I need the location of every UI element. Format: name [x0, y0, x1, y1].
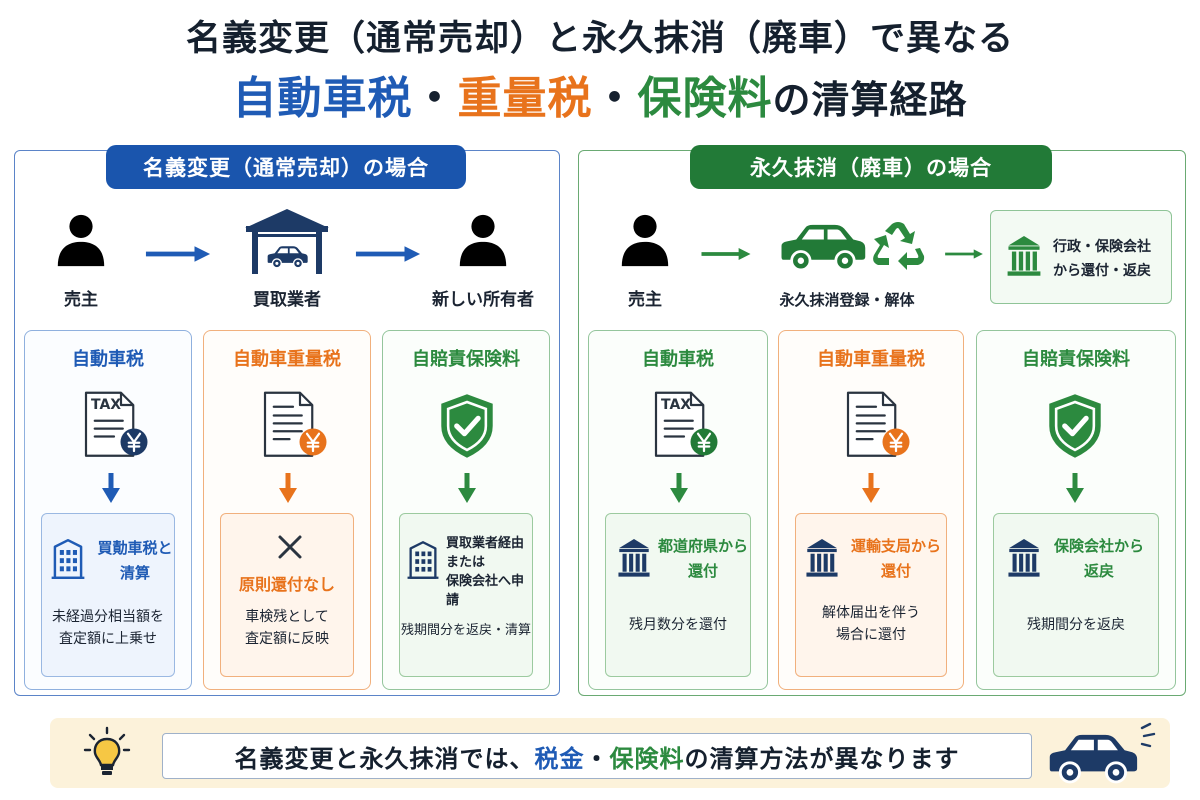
summary-text: 名義変更と永久抹消では、税金・保険料の清算方法が異なります [162, 733, 1032, 779]
transfer-panel-badge: 名義変更（通常売却）の場合 [106, 145, 466, 189]
cross-icon [278, 535, 302, 559]
title-suffix: の清算経路 [772, 78, 968, 122]
yen-icon [119, 427, 149, 457]
refund-source-box: 行政・保険会社 から還付・返戻 [990, 210, 1172, 304]
new-owner-person-icon [454, 210, 512, 268]
scrap-weight-tax-card: 自動車重量税 運輸支局から 還付 解体届出を伴う 場合に還付 [778, 330, 964, 690]
title-separator: ・ [592, 73, 638, 124]
summary-part: の清算方法が異なります [684, 744, 960, 773]
result-heading: 買勣車税と 清算 [97, 539, 173, 582]
result-heading: 買取業者経由 または 保険会社へ申請 [446, 536, 525, 608]
flow-process-label: 永久抹消登録・解体 [779, 291, 915, 309]
result-text: 解体届出を伴う 場合に還付 [822, 605, 920, 643]
card-title: 自賠責保険料 [1022, 349, 1130, 370]
government-building-icon [616, 536, 652, 578]
arrow-down-icon [455, 471, 479, 505]
lightbulb-icon [83, 726, 131, 775]
summary-insurance: 保険料 [609, 744, 685, 773]
transfer-auto-tax-card: 自動車税 TAX 買勣車税と 清算 未経過分相当額を 査定額に上乗せ [24, 330, 192, 690]
flow-new-owner-label: 新しい所有者 [432, 290, 534, 310]
scrap-panel-badge: 永久抹消（廃車）の場合 [690, 145, 1052, 189]
garage-icon [245, 209, 329, 274]
summary-separator: ・ [584, 744, 610, 773]
title-weight-tax: 重量税 [457, 73, 593, 124]
arrow-right-icon [354, 244, 422, 264]
transfer-auto-tax-result: 買勣車税と 清算 未経過分相当額を 査定額に上乗せ [41, 513, 175, 677]
title-separator: ・ [412, 73, 458, 124]
summary-part: 名義変更と永久抹消では、 [234, 744, 535, 773]
arrow-down-icon [276, 471, 300, 505]
transfer-weight-tax-card: 自動車重量税 原則還付なし 車検残として 査定額に反映 [203, 330, 371, 690]
transfer-insurance-card: 自賠責保険料 買取業者経由 または 保険会社へ申請 残期間分を返戻・清算 [382, 330, 550, 690]
result-text: 車検残として 査定額に反映 [245, 609, 329, 647]
card-title: 自賠責保険料 [412, 349, 520, 370]
arrow-down-icon [1063, 471, 1087, 505]
result-heading: 原則還付なし [238, 575, 335, 594]
result-heading: 都道府県から 還付 [658, 537, 749, 580]
card-title: 自動車税 [642, 349, 714, 370]
car-icon [776, 220, 868, 272]
page-subtitle: 自動車税・重量税・保険料の清算経路 [0, 62, 1200, 126]
seller-person-icon [52, 210, 110, 268]
arrow-right-icon [700, 244, 752, 264]
arrow-down-icon [99, 471, 123, 505]
car-icon [1044, 730, 1140, 784]
result-text: 未経過分相当額を 査定額に上乗せ [52, 609, 164, 647]
flow-seller-label: 売主 [628, 290, 662, 310]
arrow-down-icon [859, 471, 883, 505]
government-building-icon [1006, 536, 1042, 578]
arrow-right-icon [944, 244, 984, 264]
result-text: 残月数分を還付 [629, 617, 727, 633]
shield-check-icon [437, 391, 497, 461]
title-auto-tax: 自動車税 [232, 73, 413, 124]
tax-label: TAX [91, 397, 122, 413]
title-insurance: 保険料 [637, 73, 773, 124]
card-title: 自動車重量税 [233, 349, 341, 370]
yen-icon [689, 427, 719, 457]
building-icon [50, 538, 86, 580]
scrap-insurance-result: 保険会社から 返戻 残期間分を返戻 [993, 513, 1159, 677]
result-heading: 保険会社から 返戻 [1053, 537, 1144, 580]
recycle-icon [873, 222, 925, 270]
government-building-icon [804, 536, 840, 578]
arrow-right-icon [144, 244, 212, 264]
seller-person-icon [616, 210, 674, 268]
scrap-auto-tax-card: 自動車税 TAX 都道府県から 還付 残月数分を還付 [588, 330, 768, 690]
page-title: 名義変更（通常売却）と永久抹消（廃車）で異なる [185, 19, 1014, 59]
arrow-down-icon [667, 471, 691, 505]
building-icon [406, 540, 440, 580]
result-heading: 運輸支局から 還付 [850, 537, 941, 580]
result-text: 残期間分を返戻 [1027, 617, 1125, 633]
motion-lines-icon [1140, 722, 1156, 748]
scrap-insurance-card: 自賠責保険料 保険会社から 返戻 残期間分を返戻 [976, 330, 1176, 690]
transfer-insurance-result: 買取業者経由 または 保険会社へ申請 残期間分を返戻・清算 [399, 513, 533, 677]
flow-buyer-label: 買取業者 [253, 290, 321, 310]
shield-check-icon [1045, 391, 1105, 461]
tax-label: TAX [661, 397, 692, 413]
flow-seller-label: 売主 [64, 290, 98, 310]
transfer-weight-tax-result: 原則還付なし 車検残として 査定額に反映 [220, 513, 354, 677]
card-title: 自動車重量税 [817, 349, 925, 370]
result-text: 残期間分を返戻・清算 [400, 623, 531, 638]
scrap-weight-tax-result: 運輸支局から 還付 解体届出を伴う 場合に還付 [795, 513, 947, 677]
summary-tax: 税金 [534, 744, 585, 773]
yen-icon [298, 427, 328, 457]
government-building-icon [1005, 233, 1043, 277]
scrap-auto-tax-result: 都道府県から 還付 残月数分を還付 [605, 513, 751, 677]
yen-icon [881, 427, 911, 457]
card-title: 自動車税 [72, 349, 144, 370]
refund-source-text: 行政・保険会社 から還付・返戻 [1053, 239, 1151, 279]
